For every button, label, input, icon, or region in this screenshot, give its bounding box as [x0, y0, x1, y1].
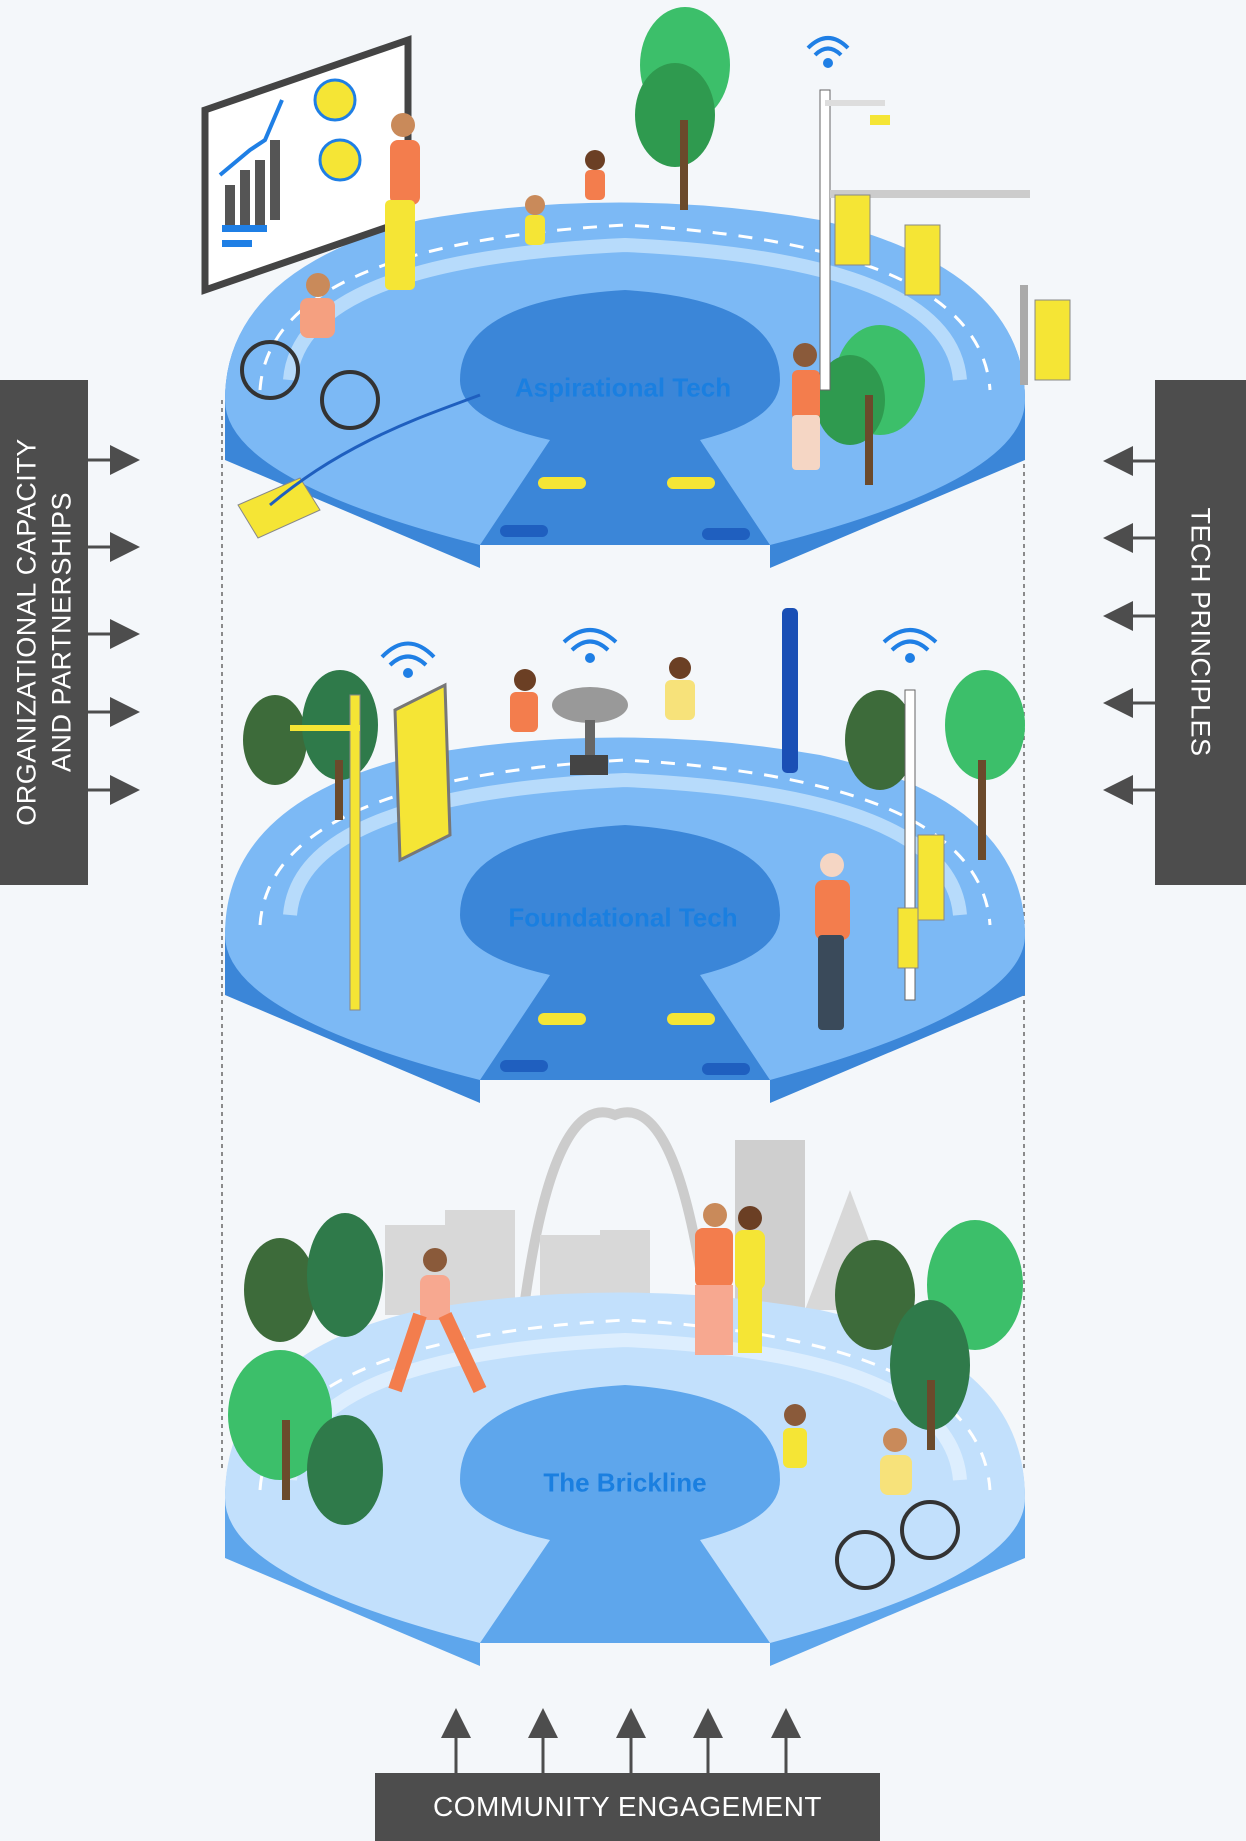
- person-with-tablet: [385, 113, 420, 290]
- community-engagement-panel: COMMUNITY ENGAGEMENT: [375, 1773, 880, 1841]
- aspirational-trees: [635, 7, 925, 485]
- digital-kiosk: [393, 682, 452, 863]
- right-arrows: [1103, 446, 1155, 805]
- bottom-arrows: [441, 1708, 801, 1773]
- organizational-capacity-label: ORGANIZATIONAL CAPACITY AND PARTNERSHIPS: [9, 438, 78, 826]
- left-label-line-2: AND PARTNERSHIPS: [46, 491, 76, 773]
- brickline-ring: [225, 1292, 1025, 1666]
- ring-label-foundational: Foundational Tech: [508, 902, 738, 933]
- brickline-skyline: [385, 1107, 895, 1320]
- child-running: [525, 150, 605, 245]
- banner-streetlight: [882, 628, 945, 1001]
- couple: [695, 1203, 765, 1355]
- tech-principles-label: TECH PRINCIPLES: [1185, 507, 1216, 757]
- cyclist-counter-box: [237, 393, 481, 539]
- ring-label-aspirational: Aspirational Tech: [514, 372, 732, 403]
- dashboard-screen: [201, 35, 412, 295]
- smart-streetlight: [806, 36, 890, 391]
- tech-principles-panel: TECH PRINCIPLES: [1155, 380, 1246, 885]
- community-engagement-label: COMMUNITY ENGAGEMENT: [432, 1791, 823, 1823]
- jogger: [388, 1248, 487, 1393]
- cyclist: [240, 273, 380, 430]
- charging-post: [782, 608, 798, 773]
- ring-label-brickline: The Brickline: [543, 1467, 707, 1498]
- traffic-signals: [830, 190, 1071, 385]
- left-arrows: [88, 445, 140, 805]
- cafe-table-group: [510, 628, 695, 775]
- organizational-capacity-panel: ORGANIZATIONAL CAPACITY AND PARTNERSHIPS: [0, 380, 88, 885]
- person-scanning-qr: [815, 853, 850, 1030]
- left-label-line-1: ORGANIZATIONAL CAPACITY: [11, 438, 42, 826]
- runner-and-cyclist: [783, 1404, 960, 1590]
- brickline-trees: [228, 1213, 1023, 1525]
- yellow-streetlight: [290, 641, 436, 1011]
- person-with-phone: [792, 343, 820, 470]
